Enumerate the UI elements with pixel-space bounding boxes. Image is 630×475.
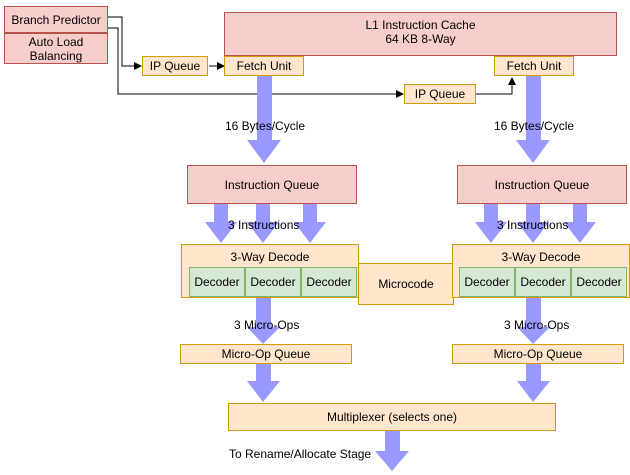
- decoder-left-3: Decoder: [301, 267, 357, 297]
- instruction-queue-right: Instruction Queue: [457, 165, 627, 204]
- micro-ops-label-left: 3 Micro-Ops: [234, 318, 300, 332]
- decoder-left-3-label: Decoder: [306, 275, 352, 289]
- fetch-unit-right: Fetch Unit: [494, 56, 574, 76]
- decode-group-right-label: 3-Way Decode: [501, 250, 581, 264]
- multiplexer-box: Multiplexer (selects one): [228, 403, 556, 431]
- fetch-rate-right: 16 Bytes/Cycle: [494, 119, 575, 133]
- branch-predictor-box: Branch Predictor: [4, 6, 108, 33]
- micro-op-queue-left-label: Micro-Op Queue: [221, 347, 311, 361]
- arrow-iq1-dec1-b: [247, 204, 279, 243]
- auto-load-balancing-label: Auto Load Balancing: [28, 34, 84, 63]
- connector-bp-to-ipqueue1: [108, 16, 142, 70]
- arrow-iq2-dec2-a: [475, 204, 507, 243]
- multiplexer-label: Multiplexer (selects one): [326, 410, 458, 424]
- arrow-uopq1-to-mux: [247, 364, 280, 402]
- ip-queue-right: IP Queue: [404, 84, 476, 104]
- auto-load-balancing-box: Auto Load Balancing: [4, 33, 108, 64]
- fetch-unit-left-label: Fetch Unit: [236, 59, 292, 73]
- instructions-label-left: 3 Instructions: [228, 218, 300, 232]
- arrow-dec2-to-uopq2: [517, 298, 550, 344]
- fetch-unit-left: Fetch Unit: [224, 56, 304, 76]
- ip-queue-left-label: IP Queue: [149, 59, 201, 73]
- fetch-unit-right-label: Fetch Unit: [506, 59, 562, 73]
- connector-ipqueue2-to-fetch2: [476, 77, 516, 95]
- decoder-right-1: Decoder: [459, 267, 515, 297]
- decoder-right-1-label: Decoder: [464, 275, 510, 289]
- decoder-right-3-label: Decoder: [576, 275, 622, 289]
- micro-ops-label-right: 3 Micro-Ops: [504, 318, 570, 332]
- micro-op-queue-right-label: Micro-Op Queue: [493, 347, 583, 361]
- decoder-left-1-label: Decoder: [194, 275, 240, 289]
- ip-queue-left: IP Queue: [142, 56, 208, 76]
- decode-group-left-label: 3-Way Decode: [230, 250, 310, 264]
- microcode-label: Microcode: [378, 277, 434, 291]
- decoder-right-2: Decoder: [515, 267, 571, 297]
- arrow-iq2-dec2-c: [564, 204, 596, 243]
- instructions-label-right: 3 Instructions: [497, 218, 569, 232]
- arrow-uopq2-to-mux: [517, 364, 550, 402]
- arrow-mux-to-output: [375, 431, 409, 471]
- instruction-queue-left-label: Instruction Queue: [224, 177, 320, 192]
- l1-instruction-cache-box: L1 Instruction Cache 64 KB 8-Way: [224, 12, 617, 56]
- ip-queue-right-label: IP Queue: [414, 87, 466, 101]
- decoder-left-1: Decoder: [189, 267, 245, 297]
- arrow-iq2-dec2-b: [517, 204, 549, 243]
- output-label: To Rename/Allocate Stage: [229, 447, 372, 461]
- arrow-fetch1-to-iq1: [247, 76, 281, 163]
- l1-cache-title: L1 Instruction Cache: [365, 18, 476, 32]
- micro-op-queue-left: Micro-Op Queue: [180, 344, 352, 364]
- arrow-fetch2-to-iq2: [516, 76, 550, 163]
- fetch-rate-left: 16 Bytes/Cycle: [225, 119, 306, 133]
- decoder-left-2: Decoder: [245, 267, 301, 297]
- instruction-queue-right-label: Instruction Queue: [494, 177, 590, 192]
- decoder-left-2-label: Decoder: [250, 275, 296, 289]
- decoder-right-3: Decoder: [571, 267, 627, 297]
- l1-cache-size: 64 KB 8-Way: [385, 32, 456, 46]
- instruction-queue-left: Instruction Queue: [187, 165, 357, 204]
- arrow-iq1-dec1-c: [294, 204, 326, 243]
- decoder-right-2-label: Decoder: [520, 275, 566, 289]
- arrow-dec1-to-uopq1: [247, 298, 280, 344]
- microcode-box: Microcode: [358, 263, 454, 305]
- micro-op-queue-right: Micro-Op Queue: [452, 344, 624, 364]
- arrow-iq1-dec1-a: [205, 204, 237, 243]
- branch-predictor-label: Branch Predictor: [11, 12, 101, 27]
